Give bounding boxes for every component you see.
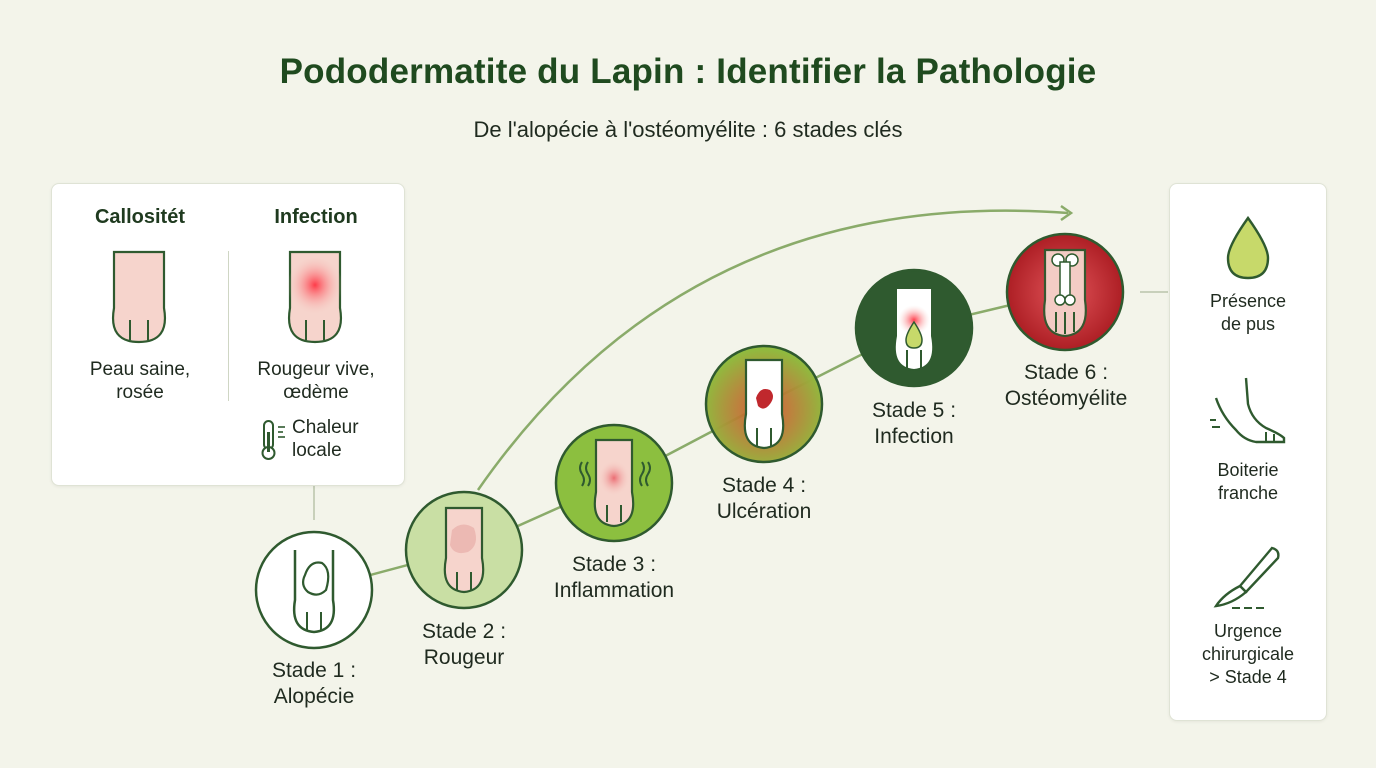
stage-4-circle	[704, 344, 824, 464]
pus-drop-icon	[905, 320, 923, 349]
sign-limping-text: Boiterie franche	[1217, 460, 1279, 503]
stage-5-label: Stade 5 : Infection	[871, 399, 957, 448]
comparison-card: Callositét Infection Peau saine, rosée R…	[51, 183, 405, 486]
arrow-head-icon	[1060, 204, 1074, 222]
sign-surgery-text: Urgence chirurgicale > Stade 4	[1201, 621, 1295, 687]
column-divider	[228, 251, 229, 401]
sign-pus-text: Présence de pus	[1209, 291, 1287, 334]
healthy-paw-icon	[111, 250, 167, 344]
stage-1-circle	[254, 530, 374, 650]
stage-6-label: Stade 6 : Ostéomyélite	[1004, 361, 1128, 410]
infection-description: Rougeur vive, œdème	[257, 359, 375, 403]
pus-drop-icon	[1226, 216, 1270, 280]
stage-6-circle	[1005, 232, 1125, 352]
limping-foot-icon	[1210, 377, 1286, 444]
stage-1-label: Stade 1 : Alopécie	[271, 659, 357, 708]
stage-3-circle	[554, 423, 674, 543]
progression-arrow	[476, 209, 1069, 491]
healthy-description: Peau saine, rosée	[89, 359, 191, 403]
local-heat-text: Chaleur locale	[292, 417, 359, 461]
thermometer-icon	[261, 420, 285, 460]
page-title: Pododermatite du Lapin : Identifier la P…	[279, 52, 1097, 91]
stage-2-circle	[404, 490, 524, 610]
infected-paw-icon	[287, 250, 343, 344]
clinical-signs-card: Présence de pus Boiterie franche Urgence…	[1169, 183, 1327, 721]
heat-wave-icon	[579, 461, 585, 487]
stage-4-label: Stade 4 : Ulcération	[716, 474, 812, 523]
callosity-heading: Callositét	[94, 206, 186, 228]
page-subtitle: De l'alopécie à l'ostéomyélite : 6 stade…	[473, 117, 903, 142]
stage-2-label: Stade 2 : Rougeur	[421, 620, 507, 669]
infection-heading: Infection	[274, 206, 358, 228]
bone-icon	[1051, 253, 1079, 306]
stage-5-circle	[854, 268, 974, 388]
scalpel-icon	[1213, 546, 1280, 609]
stage-3-label: Stade 3 : Inflammation	[553, 553, 675, 602]
